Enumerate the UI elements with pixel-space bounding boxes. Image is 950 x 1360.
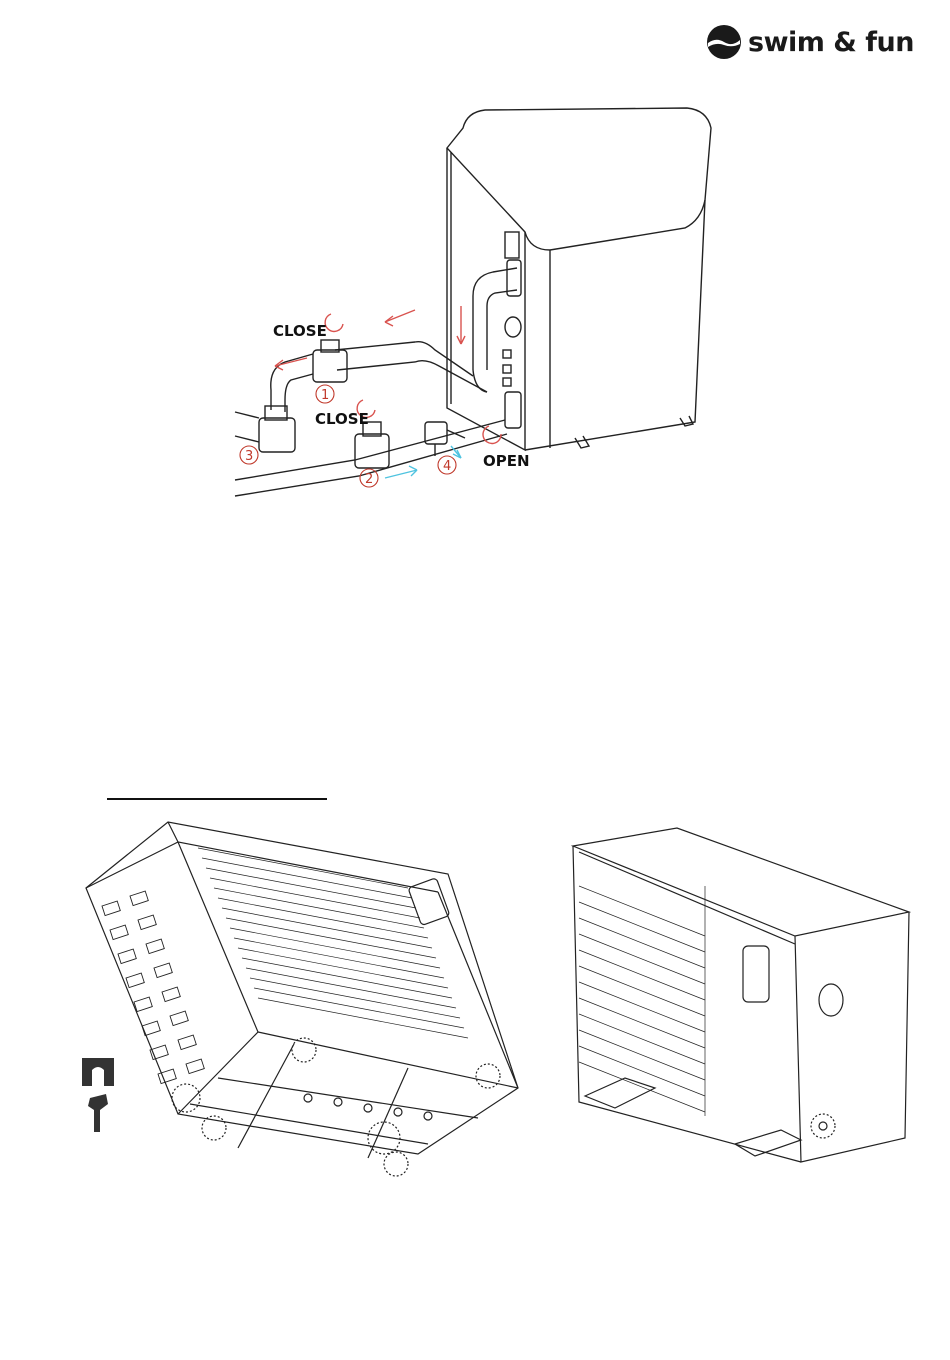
rubber-foot-icon — [82, 1058, 114, 1086]
brand-name: swim & fun — [748, 27, 914, 58]
valve-number-1: 1 — [321, 388, 329, 403]
label-open: OPEN — [483, 452, 530, 470]
swim-fun-logo-icon — [706, 24, 742, 60]
valve-number-3: 3 — [245, 449, 253, 464]
unit-standing-diagram — [565, 826, 917, 1166]
valve-number-2: 2 — [365, 472, 373, 487]
heat-pump-body — [447, 108, 711, 250]
plumbing-diagram: CLOSE CLOSE OPEN 1 2 3 4 — [225, 100, 725, 500]
section-heading-underline — [107, 798, 327, 800]
drain-connector-icon — [88, 1094, 108, 1132]
unit-underside-diagram — [78, 818, 538, 1178]
brand-logo: swim & fun — [706, 22, 916, 62]
valve-number-4: 4 — [443, 459, 451, 474]
label-close-middle: CLOSE — [315, 410, 369, 428]
label-close-top: CLOSE — [273, 322, 327, 340]
